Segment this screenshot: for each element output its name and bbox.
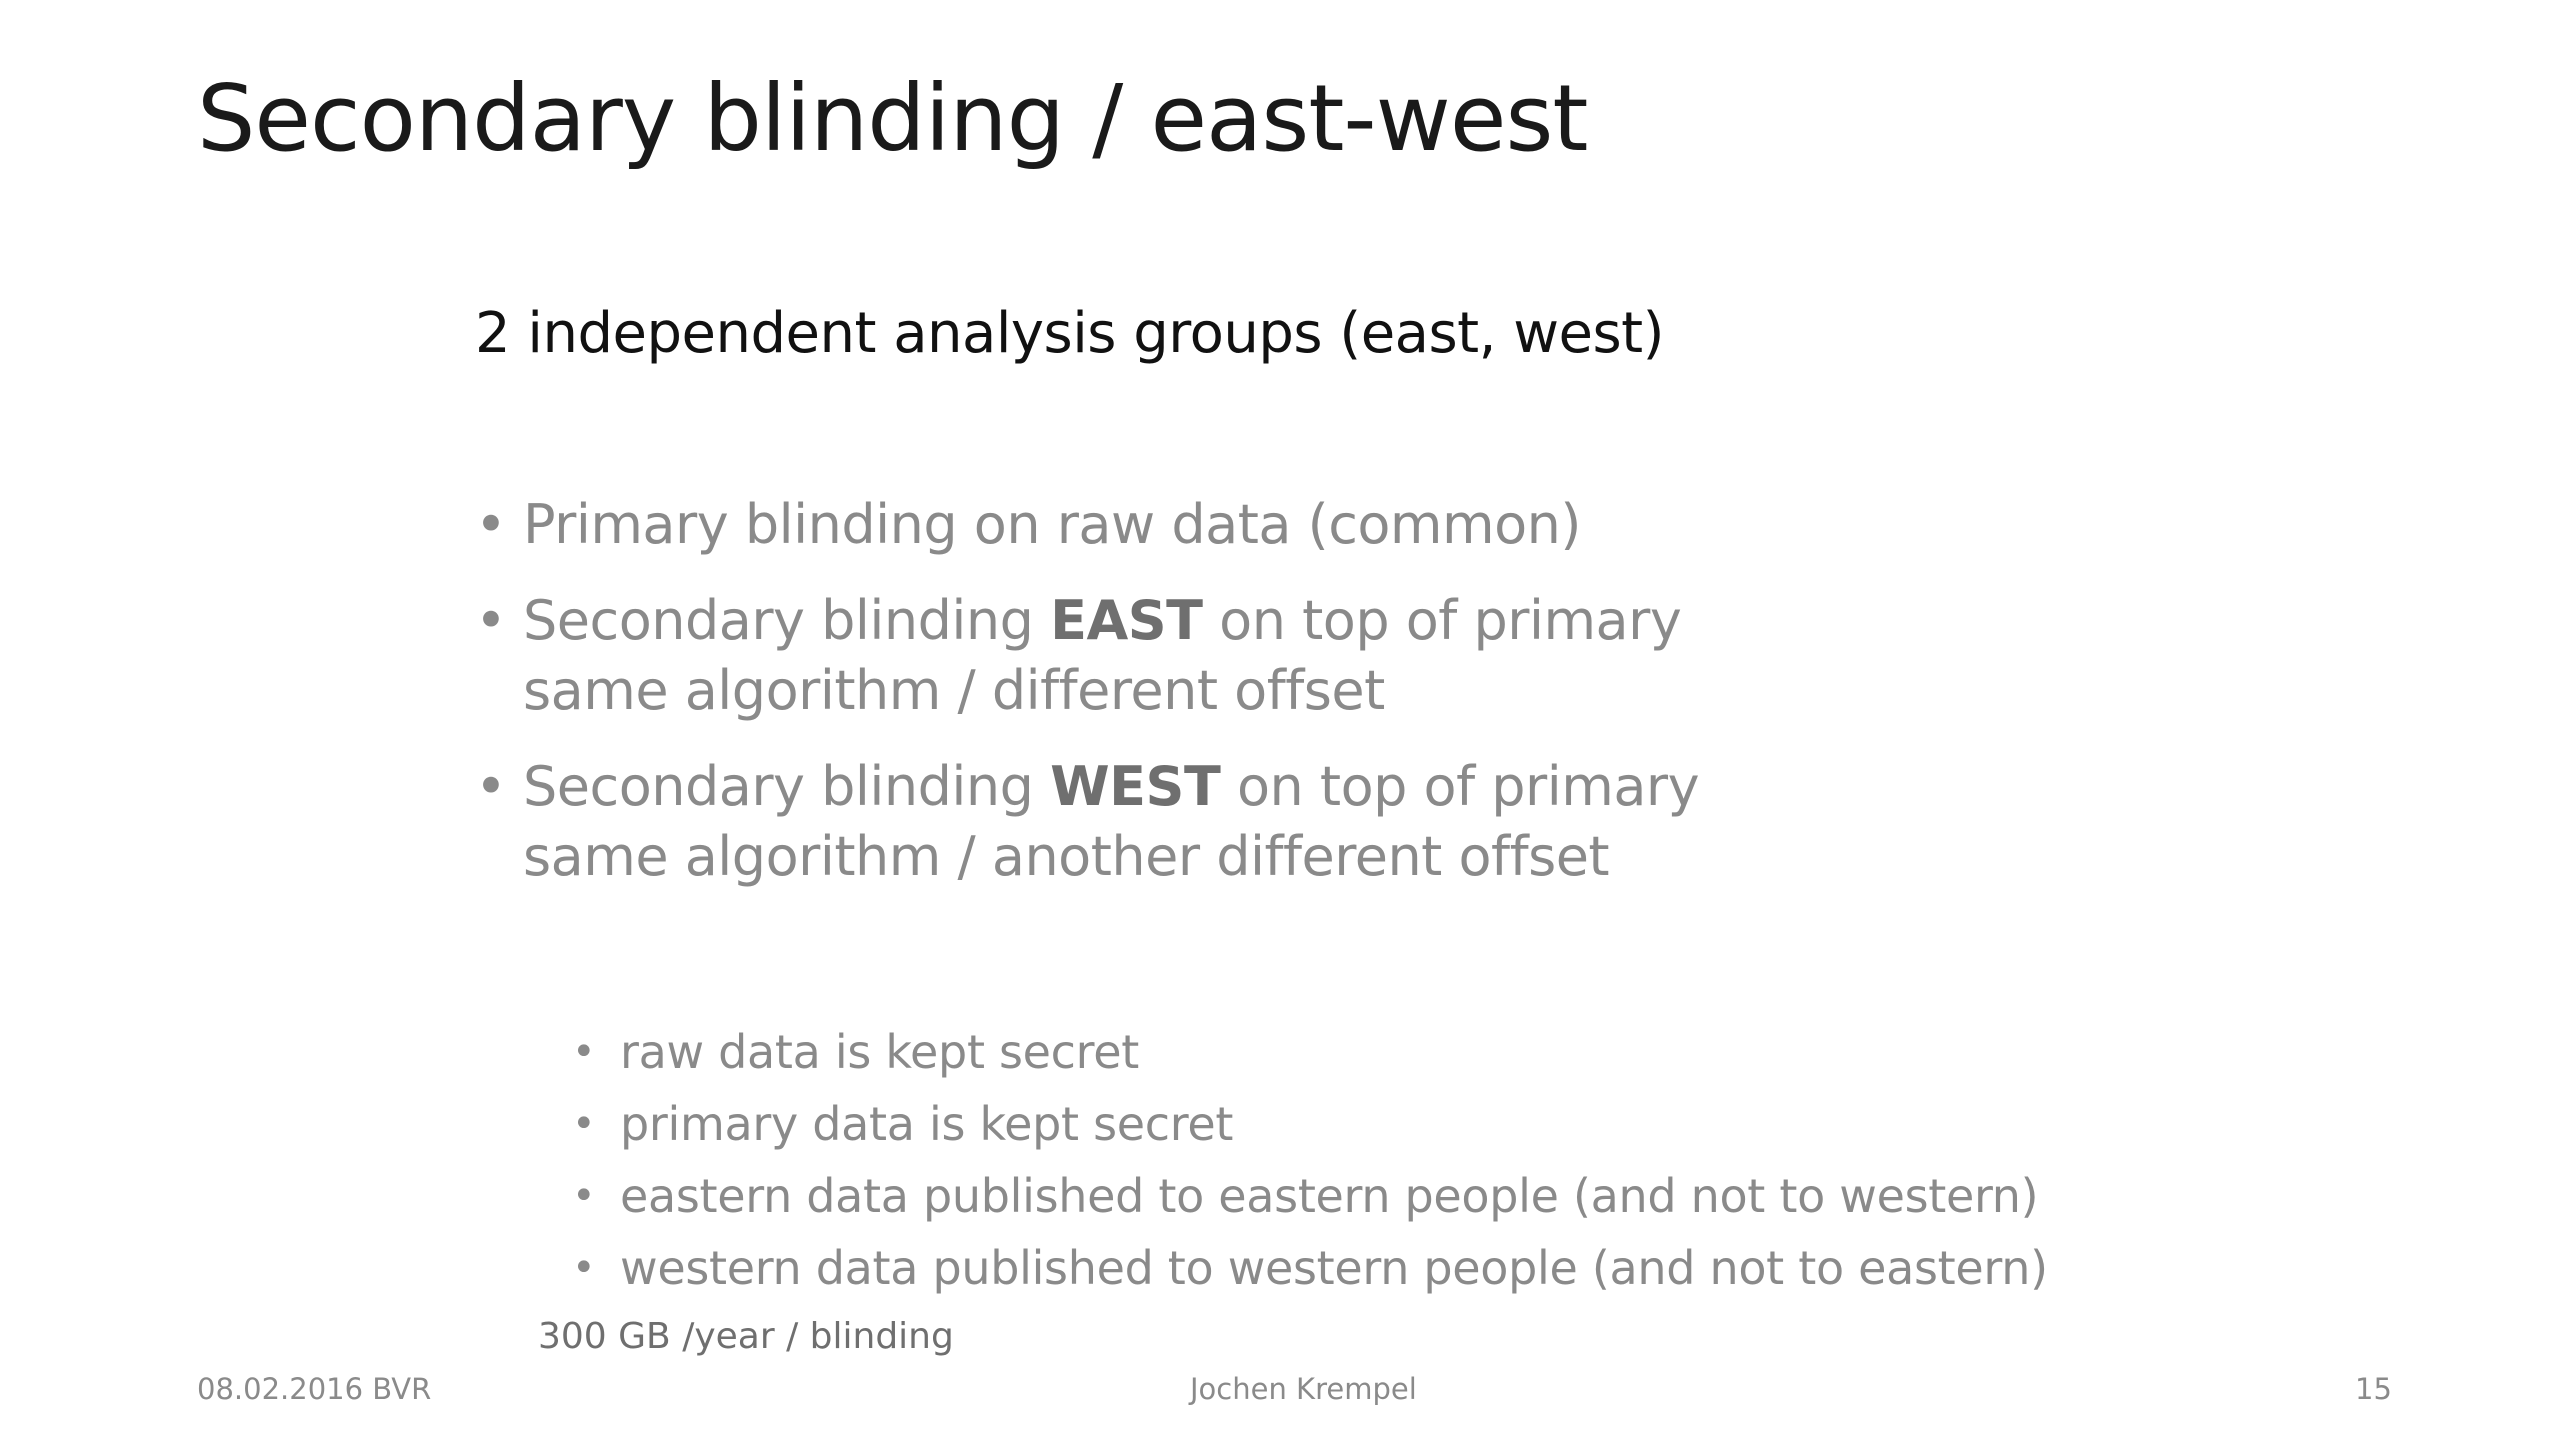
bullet-emphasis-west: WEST [1050,755,1221,818]
footer-page-number: 15 [2355,1372,2392,1406]
bullet-suffix: on top of primary [1220,755,1700,818]
bullet-secondary-west: • Secondary blinding WEST on top of prim… [475,752,1975,892]
bullet-line-2: same algorithm / different offset [523,659,1385,722]
sub-bullet-text: raw data is kept secret [620,1025,1140,1079]
bullet-dot: • [475,589,507,652]
bullet-prefix: Secondary blinding [523,755,1051,818]
slide-title: Secondary blinding / east-west [197,65,1588,172]
bullet-dot: • [572,1173,596,1219]
sub-bullet-text: eastern data published to eastern people… [620,1169,2039,1223]
main-bullet-list: • Primary blinding on raw data (common) … [475,490,1975,918]
bullet-line-2: same algorithm / another different offse… [523,825,1610,888]
bullet-emphasis-east: EAST [1050,589,1203,652]
bullet-suffix: on top of primary [1202,589,1682,652]
bullet-prefix: Secondary blinding [523,589,1051,652]
bullet-line-1: Secondary blinding WEST on top of primar… [523,752,1975,822]
bullet-dot: • [572,1101,596,1147]
sub-bullet-text: western data published to western people… [620,1241,2048,1295]
sub-bullet-list: • raw data is kept secret • primary data… [572,1016,2272,1304]
sub-bullet-item: • raw data is kept secret [572,1016,2272,1088]
data-volume-note: 300 GB /year / blinding [538,1316,954,1357]
bullet-secondary-east: • Secondary blinding EAST on top of prim… [475,586,1975,726]
bullet-line-1: Secondary blinding EAST on top of primar… [523,586,1975,656]
slide-subtitle: 2 independent analysis groups (east, wes… [475,301,1664,366]
bullet-primary-blinding: • Primary blinding on raw data (common) [475,490,1975,560]
bullet-dot: • [475,755,507,818]
sub-bullet-item: • western data published to western peop… [572,1232,2272,1304]
sub-bullet-text: primary data is kept secret [620,1097,1234,1151]
bullet-text: Primary blinding on raw data (common) [523,493,1581,556]
sub-bullet-item: • primary data is kept secret [572,1088,2272,1160]
bullet-dot: • [572,1029,596,1075]
footer-date: 08.02.2016 BVR [197,1372,432,1406]
sub-bullet-item: • eastern data published to eastern peop… [572,1160,2272,1232]
bullet-dot: • [475,493,507,556]
footer-author: Jochen Krempel [1190,1372,1417,1406]
bullet-dot: • [572,1245,596,1291]
